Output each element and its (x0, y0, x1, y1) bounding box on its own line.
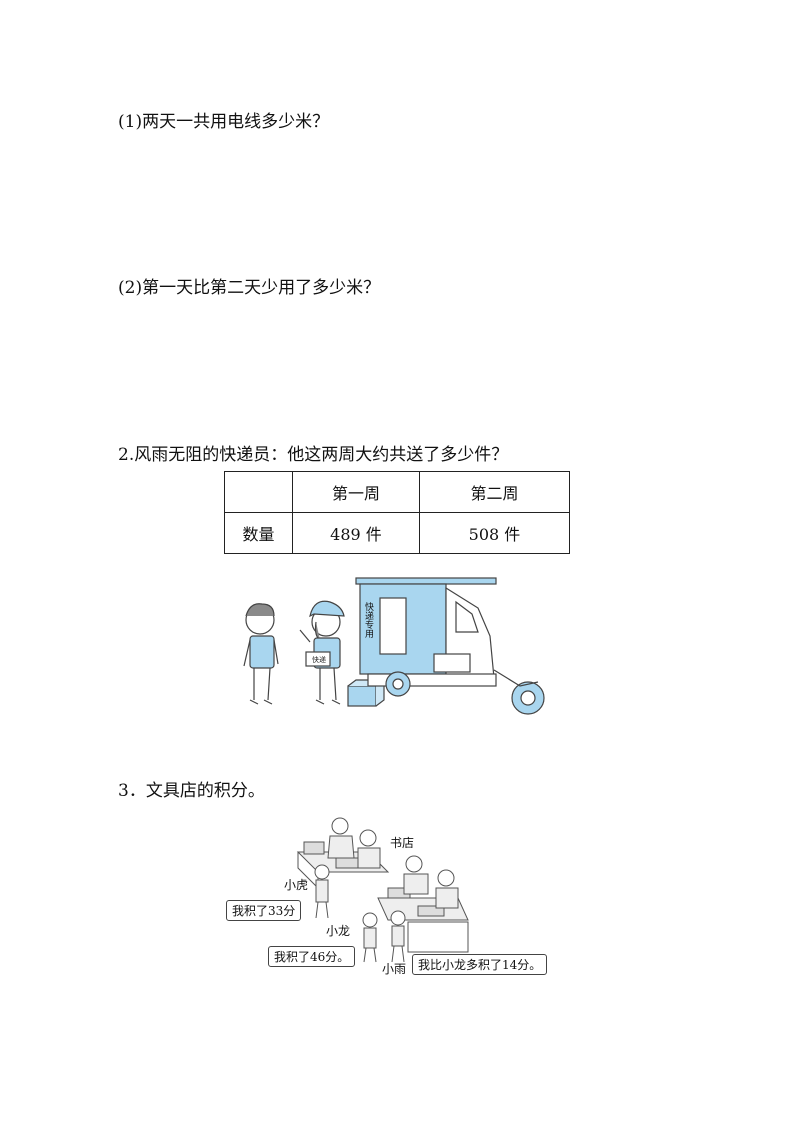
table-cell: 数量 (224, 512, 293, 554)
speech-bubble-xiaolong: 我积了46分。 (268, 946, 356, 967)
shop-sign: 书店 (390, 836, 415, 850)
table-header-cell (224, 471, 293, 513)
table-header-cell: 第一周 (292, 471, 420, 513)
question-1-part-1: (1)两天一共用电线多少米？ (118, 112, 330, 132)
shop-drawing (296, 817, 469, 963)
table-cell: 508 件 (419, 512, 570, 554)
name-label-xiaohu: 小虎 (284, 878, 309, 892)
boy-figure (243, 603, 279, 705)
table-row: 数量 489 件 508 件 (224, 512, 570, 554)
delivery-table: 第一周 第二周 数量 489 件 508 件 (224, 471, 570, 554)
delivery-truck (355, 577, 545, 715)
stationery-shop-illustration: 书店 小虎 小龙 小雨 我积了33分 我积了46分。 我比小龙多积了14分。 (218, 812, 574, 980)
name-label-xiaoyu: 小雨 (382, 962, 407, 976)
speech-bubble-xiaohu: 我积了33分 (226, 900, 302, 921)
table-header-row: 第一周 第二周 (224, 471, 570, 513)
box-label: 快递 (312, 655, 326, 664)
speech-bubble-xiaoyu: 我比小龙多积了14分。 (412, 954, 548, 975)
name-label-xiaolong: 小龙 (326, 924, 351, 938)
question-3: 3．文具店的积分。 (118, 781, 265, 801)
courier-illustration: 快递 快递专用 (243, 577, 545, 715)
question-2: 2.风雨无阻的快递员：他这两周大约共送了多少件？ (118, 445, 509, 465)
question-1-part-2: (2)第一天比第二天少用了多少米？ (118, 278, 381, 298)
truck-label: 快递专用 (363, 601, 374, 639)
table-cell: 489 件 (292, 512, 420, 554)
table-header-cell: 第二周 (419, 471, 570, 513)
courier-figure (299, 600, 386, 707)
